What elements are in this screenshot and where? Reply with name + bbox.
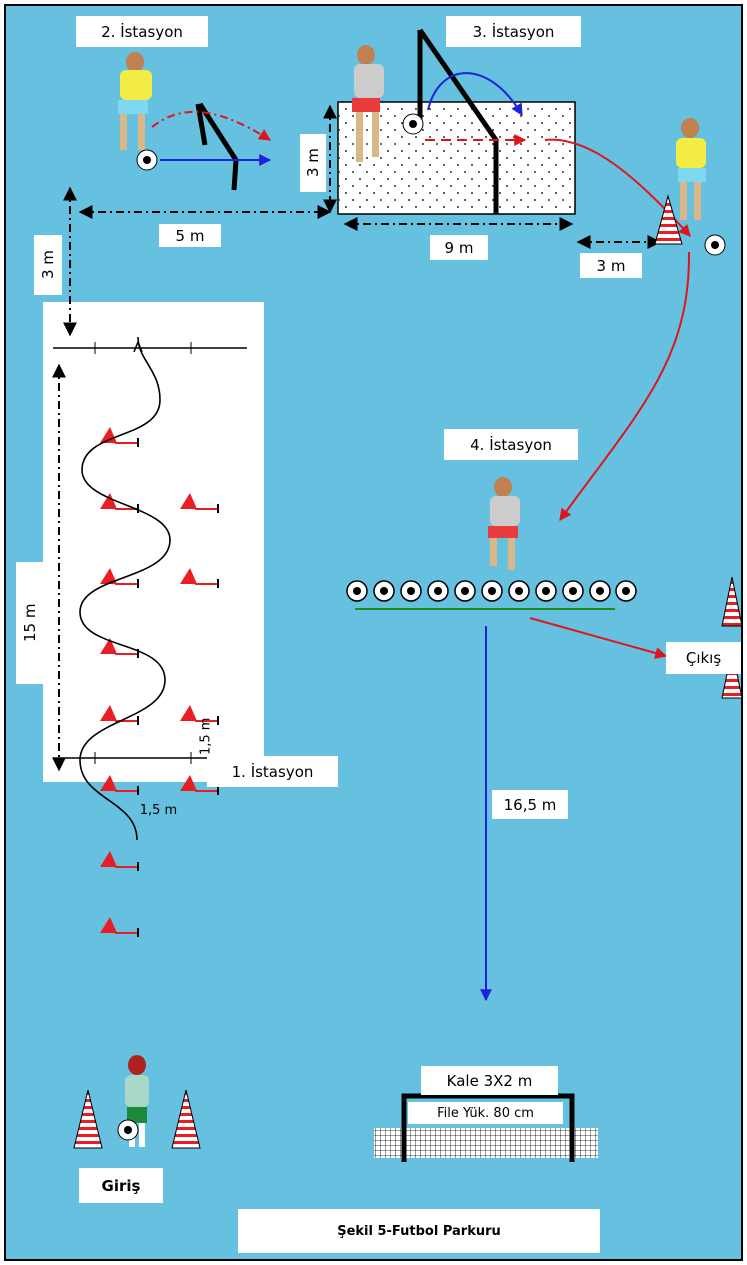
final-goal bbox=[374, 1093, 598, 1162]
station-4-label: 4. İstasyon bbox=[444, 429, 578, 460]
distance-1-5m-horizontal: 1,5 m bbox=[139, 802, 178, 818]
distance-9m: 9 m bbox=[430, 235, 488, 260]
slalom-path bbox=[79, 336, 171, 841]
station-3-label: 3. İstasyon bbox=[446, 16, 581, 47]
distance-1-5m-vertical: 1,5 m bbox=[198, 717, 214, 755]
distance-15m: 15 m bbox=[16, 562, 44, 684]
player-station-4 bbox=[488, 477, 520, 570]
goal-size-label: Kale 3X2 m bbox=[421, 1066, 558, 1095]
entry-label: Giriş bbox=[79, 1168, 163, 1203]
distance-3m-left: 3 m bbox=[34, 235, 62, 295]
net-height-label: File Yük. 80 cm bbox=[408, 1102, 563, 1124]
distance-3m-right: 3 m bbox=[580, 253, 642, 278]
player-station-3-exit bbox=[676, 118, 726, 256]
player-station-2 bbox=[118, 52, 158, 171]
player-station-1 bbox=[117, 1055, 149, 1147]
station-2-label: 2. İstasyon bbox=[76, 16, 208, 47]
figure-caption: Şekil 5-Futbol Parkuru bbox=[238, 1209, 600, 1253]
station-1-label: 1. İstasyon bbox=[207, 756, 338, 787]
player-station-3 bbox=[352, 45, 424, 162]
ball-row bbox=[346, 580, 637, 610]
distance-16-5m: 16,5 m bbox=[492, 790, 568, 819]
distance-goal-height: 3 m bbox=[300, 134, 326, 192]
distance-5m: 5 m bbox=[159, 224, 221, 247]
entry-cones bbox=[73, 194, 743, 1149]
exit-label: Çıkış bbox=[666, 642, 741, 674]
